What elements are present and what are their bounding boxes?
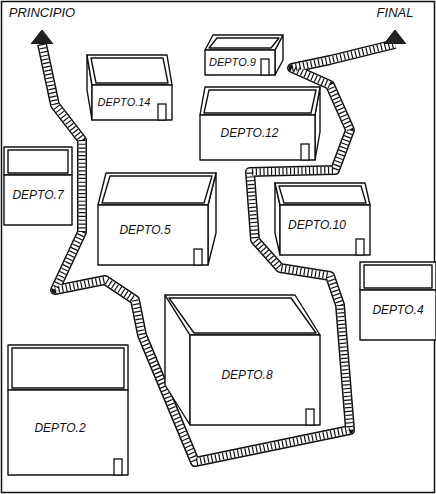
building-rim <box>209 38 279 48</box>
department-building: DEPTO.5 <box>98 173 216 265</box>
department-label: DEPTO.12 <box>221 127 279 140</box>
department-building: DEPTO.9 <box>205 35 283 75</box>
building-front <box>98 205 208 265</box>
building-shape <box>98 173 216 265</box>
door <box>261 59 269 75</box>
department-building: DEPTO.8 <box>165 295 320 425</box>
building-front <box>280 205 370 255</box>
door <box>301 144 309 160</box>
building-front <box>360 290 436 340</box>
department-label: DEPTO.10 <box>288 219 346 232</box>
department-label: DEPTO.7 <box>12 189 63 202</box>
marker-label: PRINCIPIO <box>9 6 75 20</box>
department-label: DEPTO.8 <box>221 369 272 382</box>
department-building: DEPTO.10 <box>275 183 370 255</box>
department-building: DEPTO.14 <box>87 55 172 120</box>
building-shape <box>165 295 320 425</box>
building-shape <box>4 147 72 225</box>
door <box>114 459 122 475</box>
building-top <box>200 87 320 115</box>
building-rim <box>364 265 432 288</box>
marker-triangle <box>31 30 53 44</box>
building-front <box>92 85 172 120</box>
route-marker: FINAL <box>355 6 435 44</box>
building-front <box>205 50 275 75</box>
building-front <box>8 390 128 475</box>
building-top <box>275 183 370 205</box>
building-front <box>4 175 72 225</box>
building-rim <box>169 298 316 333</box>
building-shape <box>360 262 436 340</box>
building-rim <box>102 176 212 203</box>
department-label: DEPTO.2 <box>34 422 85 435</box>
route-marker: PRINCIPIO <box>2 6 82 44</box>
building-rim <box>8 150 68 173</box>
building-shape <box>200 87 320 160</box>
department-building: DEPTO.12 <box>200 87 320 160</box>
department-building: DEPTO.2 <box>8 345 128 475</box>
door <box>158 104 166 120</box>
building-front <box>200 115 315 160</box>
door <box>194 249 202 265</box>
building-shape <box>8 345 128 475</box>
department-label: DEPTO.14 <box>98 96 151 108</box>
building-shape <box>205 35 283 75</box>
building-shape <box>87 55 172 120</box>
building-rim <box>204 90 316 113</box>
department-label: DEPTO.4 <box>372 304 423 317</box>
building-rim <box>12 348 124 388</box>
building-top <box>360 262 436 290</box>
department-building: DEPTO.7 <box>4 147 72 225</box>
marker-label: FINAL <box>377 6 414 20</box>
building-front <box>190 335 320 425</box>
building-top <box>205 35 283 50</box>
building-top <box>165 295 320 335</box>
building-top <box>8 345 128 390</box>
building-rim <box>279 186 366 203</box>
department-label: DEPTO.5 <box>119 224 170 237</box>
building-top <box>4 147 72 175</box>
building-rim <box>91 58 168 83</box>
building-top <box>87 55 172 85</box>
department-label: DEPTO.9 <box>209 56 256 68</box>
department-building: DEPTO.4 <box>360 262 436 340</box>
door <box>306 409 314 425</box>
door <box>356 239 364 255</box>
building-top <box>98 173 216 205</box>
marker-triangle <box>384 30 406 44</box>
